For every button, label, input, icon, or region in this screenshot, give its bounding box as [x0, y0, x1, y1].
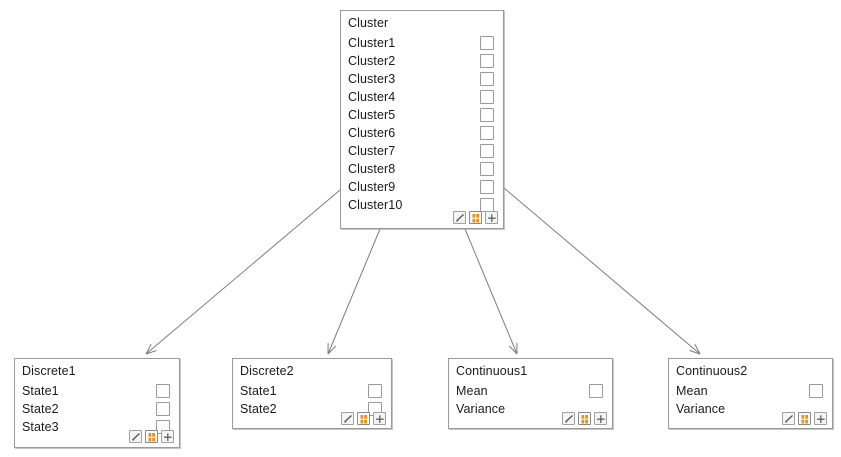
row-label: State1 [240, 384, 277, 398]
node-row: Cluster6 [341, 125, 503, 143]
node-title-discrete1: Discrete1 [22, 364, 76, 378]
node-title-discrete2: Discrete2 [240, 364, 294, 378]
row-checkbox[interactable] [480, 108, 494, 122]
edit-diagonal-icon[interactable] [453, 211, 466, 224]
row-label: State1 [22, 384, 59, 398]
row-checkbox[interactable] [480, 180, 494, 194]
row-checkbox[interactable] [480, 126, 494, 140]
row-checkbox[interactable] [809, 384, 823, 398]
row-label: Cluster9 [348, 180, 396, 194]
color-swatch-icon[interactable] [798, 412, 811, 425]
color-swatch-icon[interactable] [357, 412, 370, 425]
row-checkbox[interactable] [480, 72, 494, 86]
row-label: Mean [456, 384, 488, 398]
node-row: Mean [449, 383, 612, 401]
edge-cluster-to-continuous1 [464, 228, 518, 355]
edit-diagonal-icon[interactable] [129, 430, 142, 443]
row-checkbox[interactable] [480, 36, 494, 50]
row-label: Cluster3 [348, 72, 396, 86]
row-label: Cluster7 [348, 144, 396, 158]
color-swatch-icon[interactable] [145, 430, 158, 443]
row-checkbox[interactable] [156, 384, 170, 398]
edit-diagonal-icon[interactable] [782, 412, 795, 425]
node-toolbar-discrete2[interactable] [341, 412, 386, 425]
row-label: State2 [240, 402, 277, 416]
node-row: Mean [669, 383, 832, 401]
edit-diagonal-icon[interactable] [341, 412, 354, 425]
node-row: Cluster5 [341, 107, 503, 125]
edit-diagonal-icon[interactable] [562, 412, 575, 425]
row-label: Cluster2 [348, 54, 396, 68]
node-title-continuous1: Continuous1 [456, 364, 528, 378]
node-title-continuous2: Continuous2 [676, 364, 748, 378]
node-title-cluster: Cluster [348, 16, 389, 30]
row-label: Variance [676, 402, 726, 416]
color-swatch-icon[interactable] [469, 211, 482, 224]
row-checkbox[interactable] [480, 198, 494, 212]
row-checkbox[interactable] [368, 384, 382, 398]
row-checkbox[interactable] [480, 54, 494, 68]
node-row: Cluster10 [341, 197, 503, 215]
row-checkbox[interactable] [480, 144, 494, 158]
node-toolbar-continuous1[interactable] [562, 412, 607, 425]
row-checkbox[interactable] [156, 402, 170, 416]
row-checkbox[interactable] [589, 384, 603, 398]
node-row: State2 [15, 401, 179, 419]
row-label: State2 [22, 402, 59, 416]
expand-plus-icon[interactable] [485, 211, 498, 224]
color-swatch-icon[interactable] [578, 412, 591, 425]
row-checkbox[interactable] [480, 90, 494, 104]
expand-plus-icon[interactable] [161, 430, 174, 443]
node-row: Cluster3 [341, 71, 503, 89]
expand-plus-icon[interactable] [594, 412, 607, 425]
row-checkbox[interactable] [480, 162, 494, 176]
node-row: Cluster2 [341, 53, 503, 71]
node-row: Variance [669, 401, 832, 419]
node-row: Cluster7 [341, 143, 503, 161]
expand-plus-icon[interactable] [373, 412, 386, 425]
node-row: Cluster4 [341, 89, 503, 107]
row-label: Cluster10 [348, 198, 403, 212]
node-row: Variance [449, 401, 612, 419]
edge-cluster-to-continuous2 [503, 187, 701, 355]
row-label: State3 [22, 420, 59, 434]
row-label: Cluster5 [348, 108, 396, 122]
row-label: Mean [676, 384, 708, 398]
expand-plus-icon[interactable] [814, 412, 827, 425]
node-row: State1 [233, 383, 391, 401]
row-label: Cluster6 [348, 126, 396, 140]
row-label: Cluster4 [348, 90, 396, 104]
node-toolbar-continuous2[interactable] [782, 412, 827, 425]
row-label: Cluster8 [348, 162, 396, 176]
node-row: State1 [15, 383, 179, 401]
edge-cluster-to-discrete2 [327, 228, 381, 355]
node-row: Cluster8 [341, 161, 503, 179]
row-label: Variance [456, 402, 506, 416]
row-label: Cluster1 [348, 36, 396, 50]
node-toolbar-discrete1[interactable] [129, 430, 174, 443]
node-toolbar-cluster[interactable] [453, 211, 498, 224]
edge-cluster-to-discrete1 [145, 189, 341, 355]
node-row: Cluster1 [341, 35, 503, 53]
node-row: Cluster9 [341, 179, 503, 197]
